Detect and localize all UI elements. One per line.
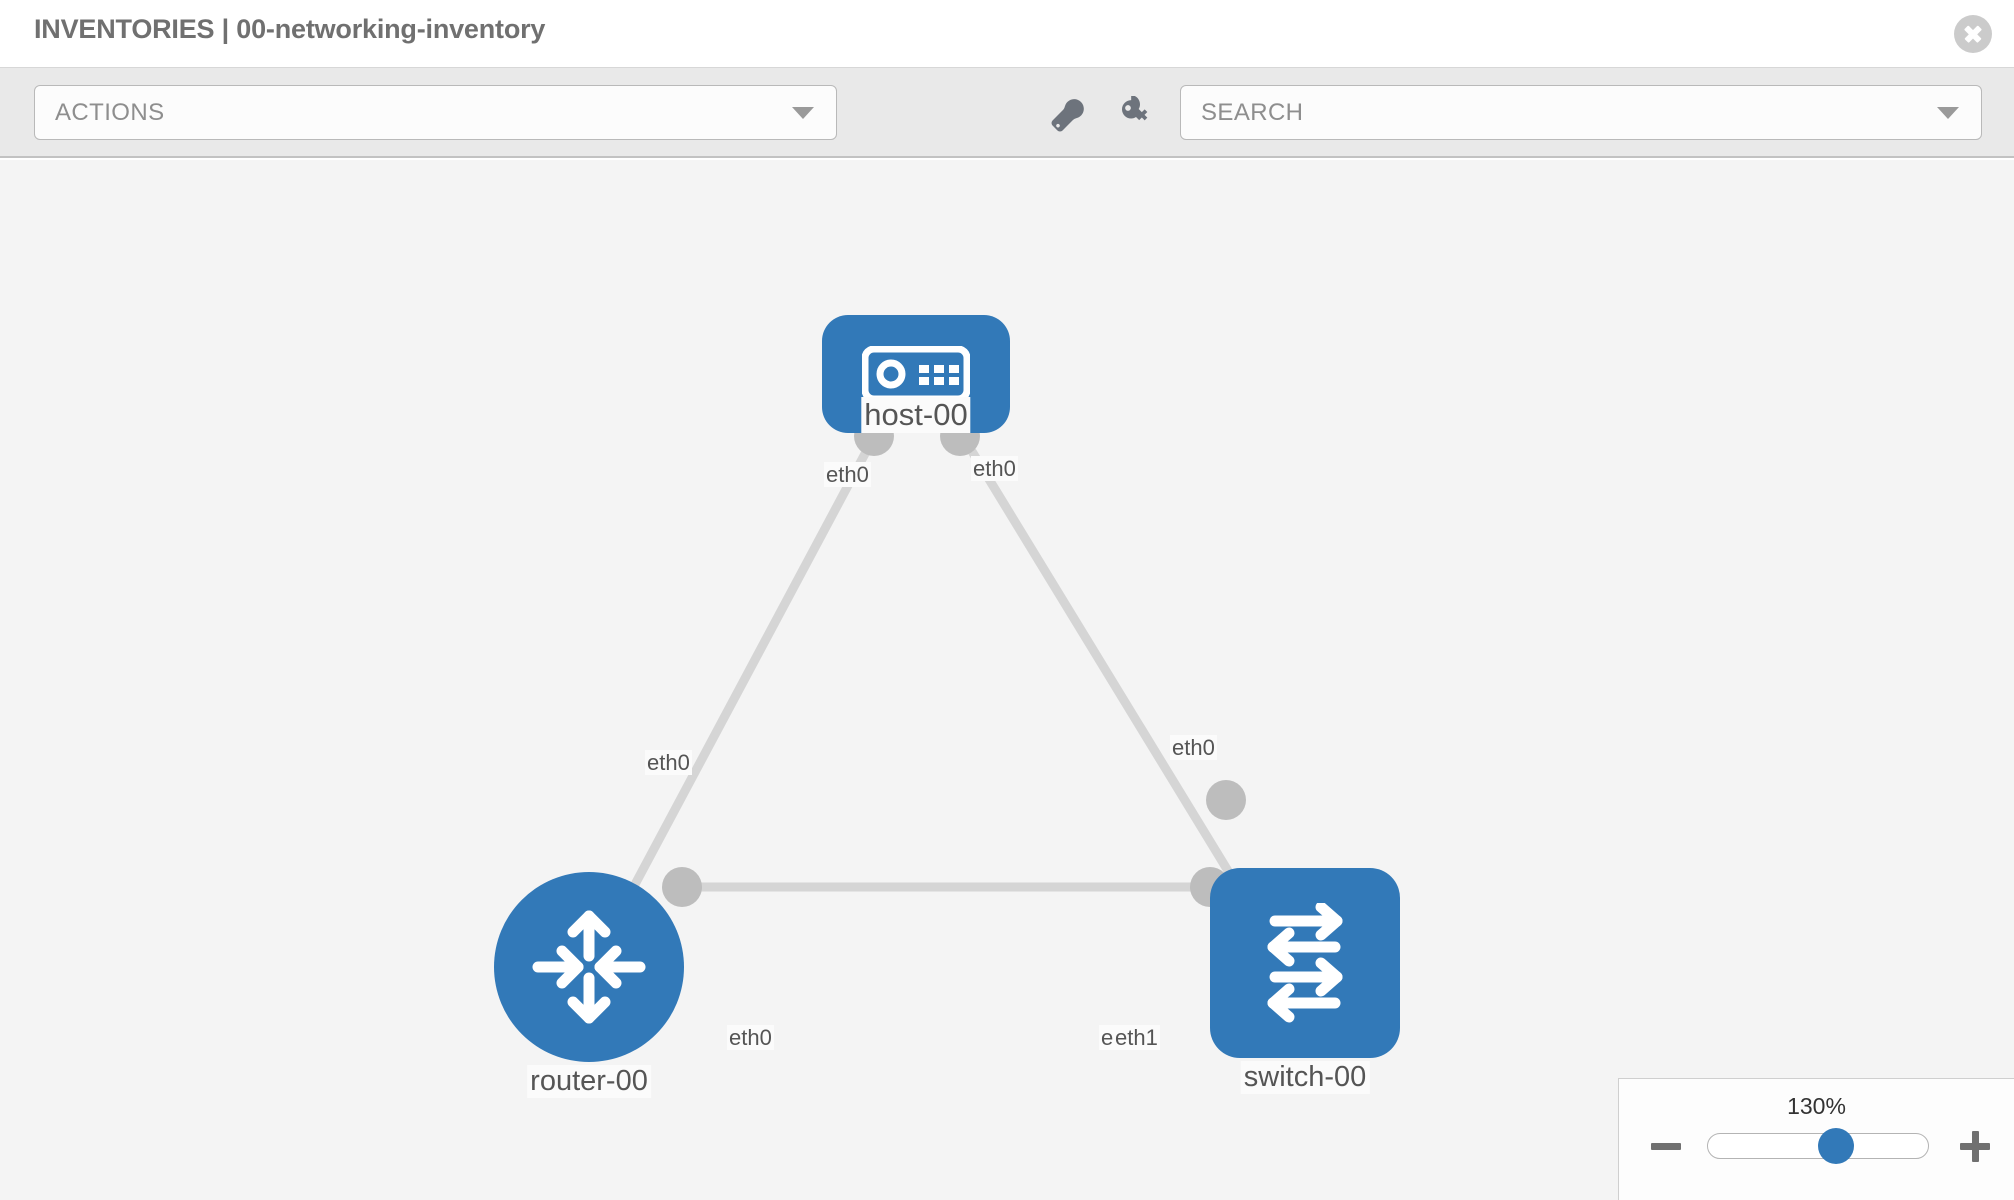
close-icon[interactable] [1954, 15, 1992, 53]
node-switch-00[interactable]: switch-00 [1210, 868, 1400, 1094]
port-switch-upper[interactable] [1206, 780, 1246, 820]
node-label-router-00: router-00 [527, 1065, 651, 1098]
server-icon [862, 346, 970, 402]
router-arrows-icon [532, 910, 646, 1024]
zoom-out-button[interactable] [1649, 1129, 1683, 1163]
edge-host-router [612, 432, 879, 923]
topology-canvas[interactable]: host-00 router-00 [0, 160, 2014, 1200]
iface-label-router-right: eth0 [727, 1025, 774, 1051]
iface-label-switch-left: eth1 [1113, 1025, 1160, 1051]
node-host-00[interactable]: host-00 [822, 315, 1010, 435]
search-input[interactable]: SEARCH [1180, 85, 1982, 140]
actions-dropdown[interactable]: ACTIONS [34, 85, 837, 140]
iface-label-host-left: eth0 [824, 462, 871, 488]
zoom-control-panel: 130% [1618, 1078, 2014, 1200]
actions-dropdown-label: ACTIONS [55, 98, 165, 126]
node-router-00[interactable]: router-00 [494, 872, 684, 1098]
edge-host-switch [958, 432, 1262, 923]
node-label-host-00: host-00 [861, 397, 971, 433]
switch-arrows-icon [1267, 903, 1343, 1023]
iface-label-router-upper: eth0 [645, 750, 692, 776]
chevron-down-icon [1937, 106, 1959, 119]
zoom-in-button[interactable] [1958, 1129, 1992, 1163]
key-icon[interactable] [1115, 96, 1159, 136]
zoom-level-value: 130% [1787, 1093, 1846, 1119]
port-router-right[interactable] [662, 867, 702, 907]
zoom-slider[interactable] [1707, 1128, 1929, 1164]
switch-node-shape[interactable] [1210, 868, 1400, 1058]
page-title: INVENTORIES | 00-networking-inventory [34, 14, 546, 44]
iface-label-host-right: eth0 [971, 456, 1018, 482]
zoom-slider-thumb[interactable] [1817, 1128, 1854, 1164]
router-node-shape[interactable] [494, 872, 684, 1062]
wrench-icon[interactable] [1045, 96, 1089, 136]
page-header: INVENTORIES | 00-networking-inventory [0, 0, 2014, 68]
iface-label-switch-upper: eth0 [1170, 735, 1217, 761]
toolbar: ACTIONS SEARCH [0, 68, 2014, 158]
chevron-down-icon [792, 106, 814, 119]
search-placeholder: SEARCH [1201, 98, 1304, 126]
node-label-switch-00: switch-00 [1240, 1061, 1370, 1094]
topology-edges [612, 432, 1262, 923]
